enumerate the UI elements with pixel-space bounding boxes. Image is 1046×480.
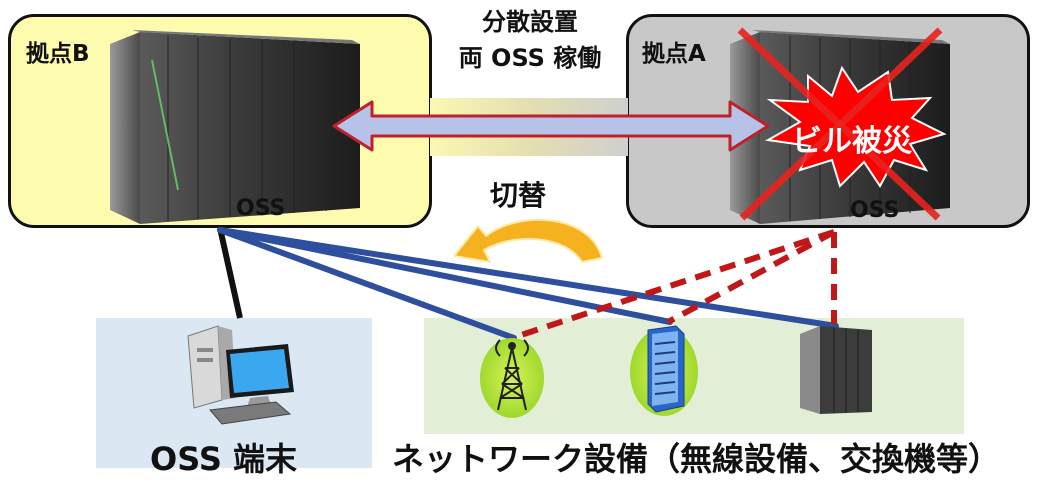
disaster-label: ビル被災 <box>792 124 912 159</box>
terminal-link <box>217 227 243 319</box>
server-rack-icon <box>110 30 360 224</box>
site-a-label: 拠点A <box>642 41 706 67</box>
both-oss-running-label: 両 OSS 稼働 <box>458 44 602 72</box>
site-a-oss-label: OSS <box>850 198 900 223</box>
oss-terminal-label: OSS 端末 <box>150 440 298 478</box>
site-b-oss-label: OSS <box>236 196 286 221</box>
site-a-network-links <box>511 229 837 341</box>
cross-icon <box>737 27 943 221</box>
site-b-network-links <box>217 227 839 341</box>
distributed-setup-label: 分散設置 <box>482 8 578 36</box>
site-b-label: 拠点B <box>26 41 90 67</box>
desktop-pc-icon <box>187 325 294 425</box>
exchange-server-icon <box>800 326 872 414</box>
switchover-label: 切替 <box>490 179 547 212</box>
network-server-icon <box>630 325 698 416</box>
radio-tower-icon <box>480 338 544 418</box>
curved-arrow-icon <box>453 218 603 263</box>
network-equipment-label: ネットワーク設備（無線設備、交換機等） <box>392 440 1001 478</box>
double-arrow-icon <box>332 100 770 152</box>
